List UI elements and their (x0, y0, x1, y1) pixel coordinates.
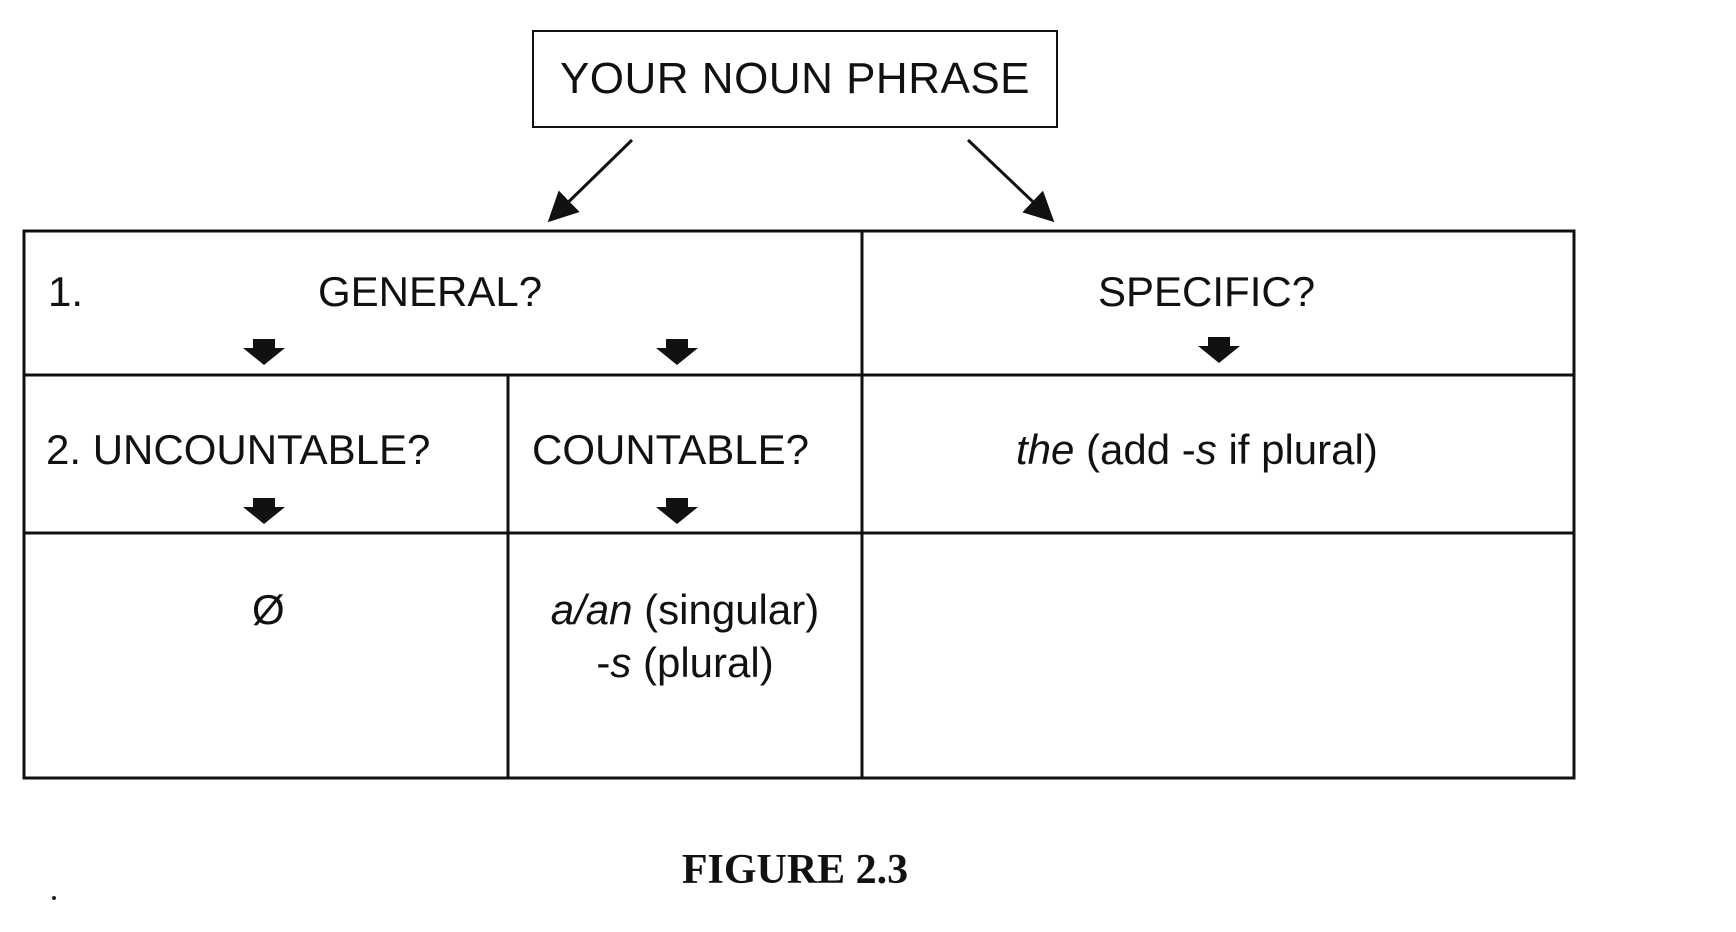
scan-speck (52, 896, 56, 900)
down-arrow-icon (656, 498, 698, 524)
branch-arrow-left (547, 138, 634, 223)
uncountable-label: 2. UNCOUNTABLE? (46, 426, 431, 473)
down-arrow-icon (243, 498, 285, 524)
down-arrow-icon (656, 339, 698, 365)
countable-result-line2: -s (plural) (512, 637, 858, 690)
specific-label: SPECIFIC? (1098, 268, 1316, 315)
countable-plural-suffix: s (610, 638, 632, 686)
specific-rule-text-a: (add - (1074, 426, 1196, 473)
specific-rule: the (add -s if plural) (1016, 424, 1378, 477)
countable-singular-note: (singular) (632, 586, 820, 633)
countable-result: a/an (singular) -s (plural) (512, 584, 858, 689)
specific-rule-text-b: if plural) (1216, 426, 1378, 473)
row1-number: 1. (48, 268, 84, 315)
uncountable-result: Ø (252, 586, 285, 633)
countable-result-line1: a/an (singular) (512, 584, 858, 637)
branch-arrow-right (966, 138, 1055, 223)
figure-caption: FIGURE 2.3 (681, 847, 909, 893)
specific-rule-suffix: s (1195, 426, 1217, 473)
countable-label: COUNTABLE? (532, 426, 809, 473)
countable-plural-note: (plural) (631, 638, 774, 686)
down-arrow-icon (243, 339, 285, 365)
root-node-label: YOUR NOUN PHRASE (559, 54, 1031, 103)
specific-rule-article: the (1016, 426, 1075, 473)
root-node-your-noun-phrase: YOUR NOUN PHRASE (532, 30, 1058, 128)
down-arrow-icon (1198, 337, 1240, 363)
countable-plural-prefix: - (596, 638, 611, 686)
general-label: GENERAL? (318, 268, 543, 315)
countable-article: a/an (550, 586, 633, 633)
